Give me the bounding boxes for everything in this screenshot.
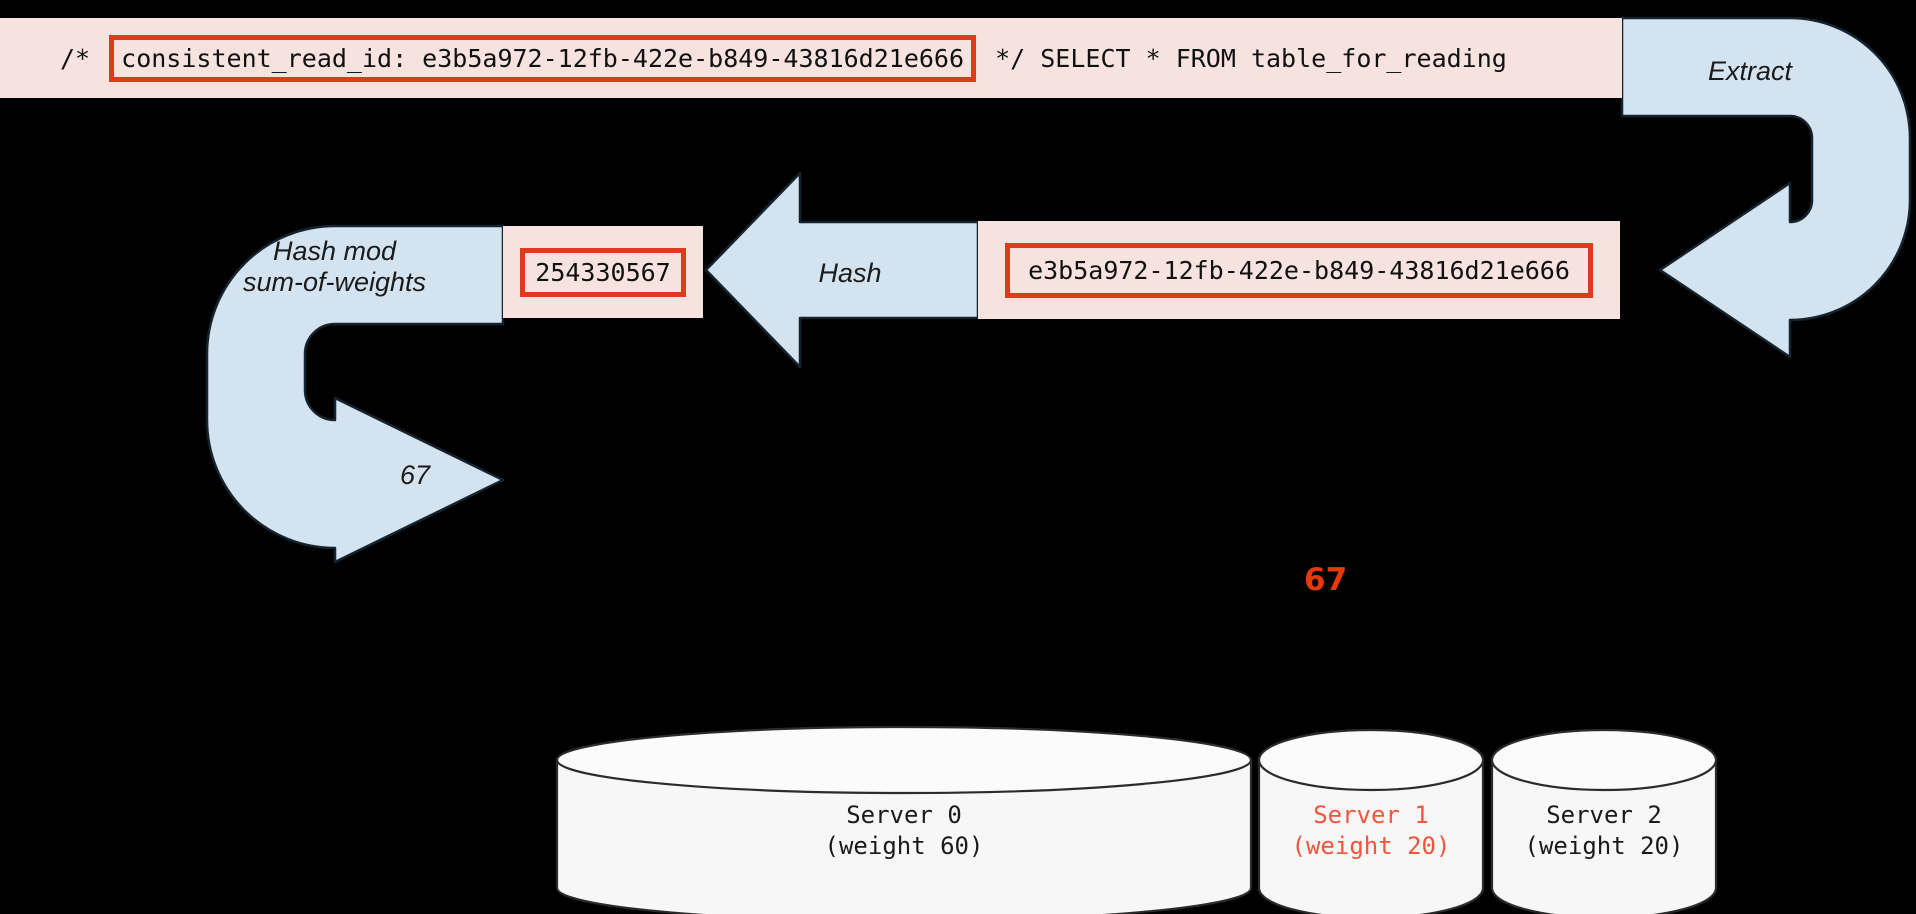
server-0-cylinder: [555, 725, 1253, 914]
hash-arrow: [704, 171, 980, 369]
server-2-cylinder: [1490, 728, 1718, 914]
server-1-cylinder: [1257, 728, 1485, 914]
uuid-value: e3b5a972-12fb-422e-b849-43816d21e666: [1005, 242, 1593, 298]
sql-query-bar: /* consistent_read_id: e3b5a972-12fb-422…: [0, 18, 1622, 98]
uuid-panel: e3b5a972-12fb-422e-b849-43816d21e666: [978, 221, 1620, 319]
sql-comment-open: /*: [60, 43, 106, 73]
hash-mod-arrow: [205, 224, 505, 564]
selected-point-marker: 67: [1304, 562, 1348, 598]
sql-statement-text: */ SELECT * FROM table_for_reading: [980, 43, 1507, 73]
extract-arrow: [1620, 16, 1912, 359]
hash-number-panel: 254330567: [503, 226, 703, 318]
hash-number-value: 254330567: [520, 247, 686, 297]
consistent-read-id-highlight: consistent_read_id: e3b5a972-12fb-422e-b…: [109, 34, 977, 82]
sql-query-text: /* consistent_read_id: e3b5a972-12fb-422…: [0, 34, 1507, 82]
